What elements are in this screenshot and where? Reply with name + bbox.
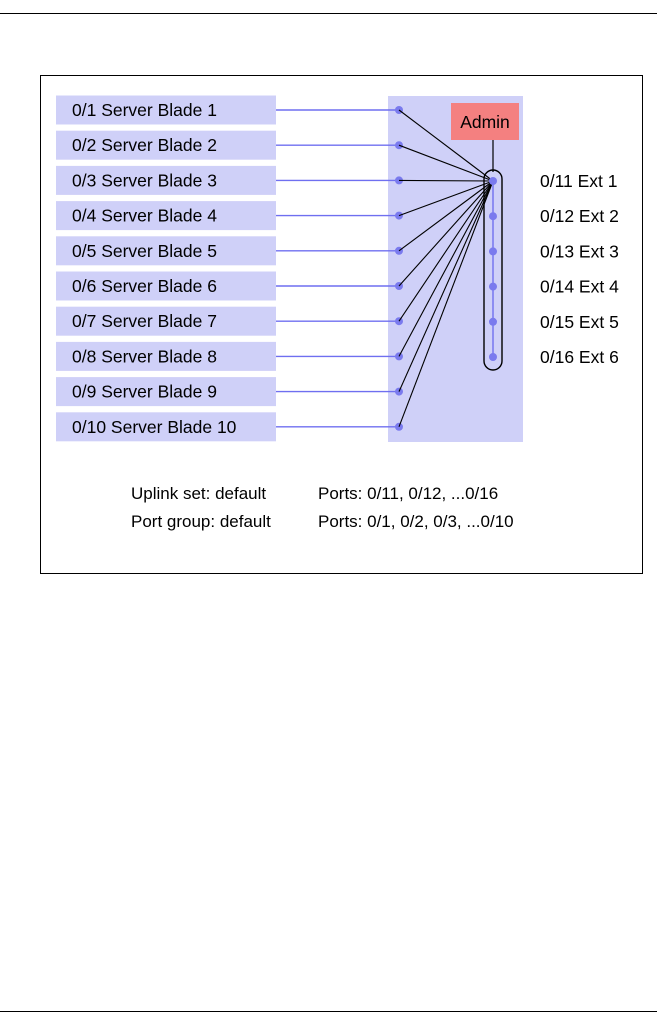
port-group-link bbox=[398, 180, 494, 322]
uplink-port: 0/11 Ext 1 bbox=[489, 171, 618, 191]
uplink-port: 0/12 Ext 2 bbox=[489, 206, 619, 226]
port-group-link bbox=[398, 180, 494, 217]
uplink-port: 0/15 Ext 5 bbox=[489, 312, 619, 332]
blade-box bbox=[56, 130, 276, 160]
port-group-link bbox=[398, 180, 494, 287]
admin-label: Admin bbox=[460, 112, 510, 132]
uplink-label: 0/15 Ext 5 bbox=[540, 312, 619, 332]
admin-box: Admin bbox=[451, 103, 519, 140]
port-group-link bbox=[398, 109, 494, 182]
blade-label: 0/10 Server Blade 10 bbox=[72, 417, 237, 437]
uplink-set-label: Uplink set: default bbox=[131, 484, 266, 503]
uplink-port-dot bbox=[489, 177, 497, 185]
blade-label: 0/2 Server Blade 2 bbox=[72, 135, 217, 155]
blade-label: 0/1 Server Blade 1 bbox=[72, 100, 217, 120]
server-blade-port: 0/1 Server Blade 1 bbox=[56, 95, 403, 125]
blade-box bbox=[56, 165, 276, 195]
blade-box bbox=[56, 306, 276, 336]
uplink-label: 0/13 Ext 3 bbox=[540, 241, 619, 261]
uplink-group: 0/11 Ext 1 0/12 Ext 2 0/13 Ext 3 0/14 Ext 4… bbox=[489, 171, 619, 367]
blade-label: 0/7 Server Blade 7 bbox=[72, 311, 217, 331]
server-blade-port: 0/10 Server Blade 10 bbox=[56, 412, 403, 442]
uplink-port-dot bbox=[489, 247, 497, 256]
blade-label: 0/9 Server Blade 9 bbox=[72, 382, 217, 402]
uplink-port-dot bbox=[489, 353, 497, 361]
uplink-label: 0/11 Ext 1 bbox=[540, 171, 618, 191]
server-blade-port: 0/3 Server Blade 3 bbox=[56, 165, 403, 195]
uplink-port-dot bbox=[489, 212, 497, 221]
blade-label: 0/3 Server Blade 3 bbox=[72, 170, 217, 190]
port-group-label: Port group: default bbox=[131, 512, 271, 531]
blade-label: 0/8 Server Blade 8 bbox=[72, 346, 217, 366]
server-blade-port: 0/8 Server Blade 8 bbox=[56, 341, 403, 371]
blade-label: 0/6 Server Blade 6 bbox=[72, 276, 217, 296]
switch-panel bbox=[388, 96, 523, 442]
port-group-link bbox=[398, 180, 494, 392]
uplink-port: 0/13 Ext 3 bbox=[489, 241, 619, 261]
port-group-links bbox=[398, 109, 494, 427]
top-rule bbox=[0, 13, 657, 14]
blade-label: 0/5 Server Blade 5 bbox=[72, 241, 217, 261]
port-group-link bbox=[398, 179, 494, 182]
blade-box bbox=[56, 236, 276, 266]
blade-box bbox=[56, 95, 276, 125]
uplink-set-capsule bbox=[483, 169, 503, 371]
uplink-set-ports: Ports: 0/11, 0/12, ...0/16 bbox=[318, 484, 498, 503]
server-blade-port: 0/7 Server Blade 7 bbox=[56, 306, 403, 336]
blade-label: 0/4 Server Blade 4 bbox=[72, 206, 217, 226]
server-blade-port: 0/6 Server Blade 6 bbox=[56, 271, 403, 301]
server-blade-port: 0/5 Server Blade 5 bbox=[56, 236, 403, 266]
port-group-link bbox=[398, 144, 494, 182]
server-blade-port: 0/4 Server Blade 4 bbox=[56, 201, 403, 231]
uplink-port-dot bbox=[489, 317, 497, 326]
blade-box bbox=[56, 412, 276, 442]
uplink-label: 0/16 Ext 6 bbox=[540, 347, 619, 367]
blade-group: 0/1 Server Blade 1 0/2 Server Blade 2 0/3 … bbox=[56, 95, 403, 442]
blade-box bbox=[56, 271, 276, 301]
uplink-port: 0/16 Ext 6 bbox=[489, 347, 619, 367]
port-group-link bbox=[398, 180, 494, 427]
uplink-label: 0/12 Ext 2 bbox=[540, 206, 619, 226]
legend: Uplink set: default Ports: 0/11, 0/12, .… bbox=[131, 484, 514, 531]
blade-box bbox=[56, 377, 276, 407]
server-blade-port: 0/2 Server Blade 2 bbox=[56, 130, 403, 160]
port-group-ports: Ports: 0/1, 0/2, 0/3, ...0/10 bbox=[318, 512, 514, 531]
blade-box bbox=[56, 341, 276, 371]
uplink-port-dot bbox=[489, 282, 497, 291]
server-blade-port: 0/9 Server Blade 9 bbox=[56, 377, 403, 407]
uplink-port: 0/14 Ext 4 bbox=[489, 277, 619, 297]
bottom-rule bbox=[0, 1011, 657, 1012]
port-group-link bbox=[398, 180, 494, 357]
uplink-label: 0/14 Ext 4 bbox=[540, 277, 619, 297]
blade-box bbox=[56, 201, 276, 231]
port-group-link bbox=[398, 180, 494, 252]
